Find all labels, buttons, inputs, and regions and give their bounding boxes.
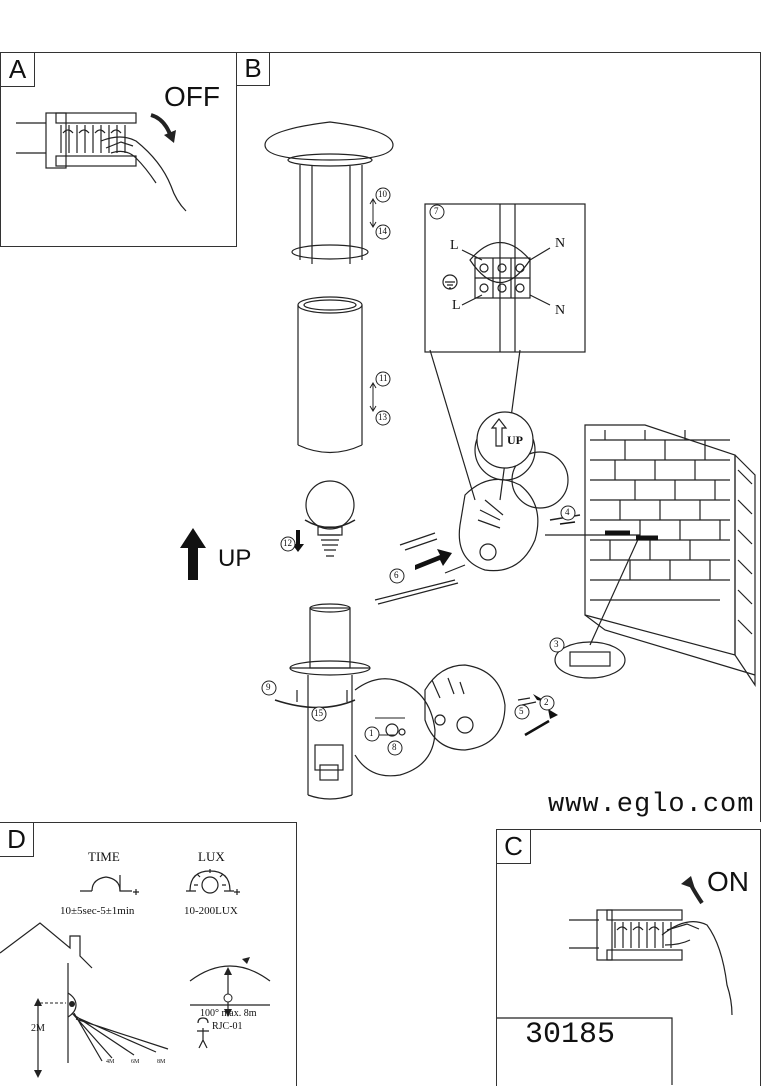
step-7: 7	[434, 206, 439, 216]
on-label: ON	[707, 866, 749, 897]
breaker-off-illustration	[16, 112, 187, 212]
terminal-block-detail	[424, 203, 586, 353]
distance-8m: 8M	[157, 1059, 166, 1065]
step-12: 12	[283, 538, 292, 548]
terminal-l-bottom: L	[452, 298, 461, 313]
terminal-n-bottom: N	[555, 303, 566, 318]
assembly-diagram	[180, 121, 756, 800]
lux-title: LUX	[198, 849, 225, 864]
lux-range: 10-200LUX	[184, 905, 238, 917]
lamp-cap	[264, 121, 394, 161]
remote-model: RJC-01	[212, 1021, 243, 1032]
panel-d: D	[0, 822, 297, 1086]
distance-6m: 6M	[131, 1059, 140, 1065]
breaker-on-illustration	[497, 876, 733, 1085]
detection-range: 100° max. 8m	[200, 1008, 257, 1019]
panel-b-tag: B	[236, 52, 270, 86]
step-15: 15	[314, 708, 323, 718]
time-title: TIME	[88, 849, 120, 864]
step-13: 13	[378, 412, 387, 422]
wall-mount-plate	[458, 478, 539, 572]
step-6: 6	[394, 570, 399, 580]
step-4: 4	[565, 507, 570, 517]
step-14: 14	[378, 226, 387, 236]
step-10: 10	[378, 189, 387, 199]
panel-b	[236, 52, 761, 822]
product-number: 30185	[525, 1018, 616, 1052]
up-badge-label: UP	[507, 433, 523, 447]
sensor-settings-illustration	[0, 869, 271, 1078]
lamp-ring	[291, 244, 369, 260]
step-5: 5	[519, 706, 524, 716]
light-bulb	[305, 480, 355, 530]
step-2: 2	[544, 697, 549, 707]
step-8: 8	[392, 742, 397, 752]
up-label: UP	[218, 545, 252, 572]
step-11: 11	[379, 373, 388, 383]
lamp-post	[309, 607, 351, 669]
panel-d-tag: D	[0, 823, 34, 857]
up-badge	[476, 411, 534, 469]
off-label: OFF	[164, 81, 220, 112]
time-range: 10±5sec-5±1min	[60, 905, 135, 917]
website-url: www.eglo.com	[548, 790, 755, 820]
panel-c: C ON 30185	[496, 829, 761, 1086]
step-3: 3	[554, 639, 559, 649]
panel-a: A OFF	[0, 52, 237, 247]
panel-c-tag: C	[497, 830, 531, 864]
up-arrow-icon	[180, 528, 206, 580]
terminal-l-top: L	[450, 238, 459, 253]
terminal-n-top: N	[555, 236, 566, 251]
direction-arrow-icon	[415, 549, 452, 570]
panel-a-tag: A	[1, 53, 35, 87]
distance-4m: 4M	[106, 1059, 115, 1065]
step-1: 1	[369, 728, 374, 738]
step-9: 9	[266, 682, 271, 692]
mount-height: 2M	[31, 1023, 45, 1034]
